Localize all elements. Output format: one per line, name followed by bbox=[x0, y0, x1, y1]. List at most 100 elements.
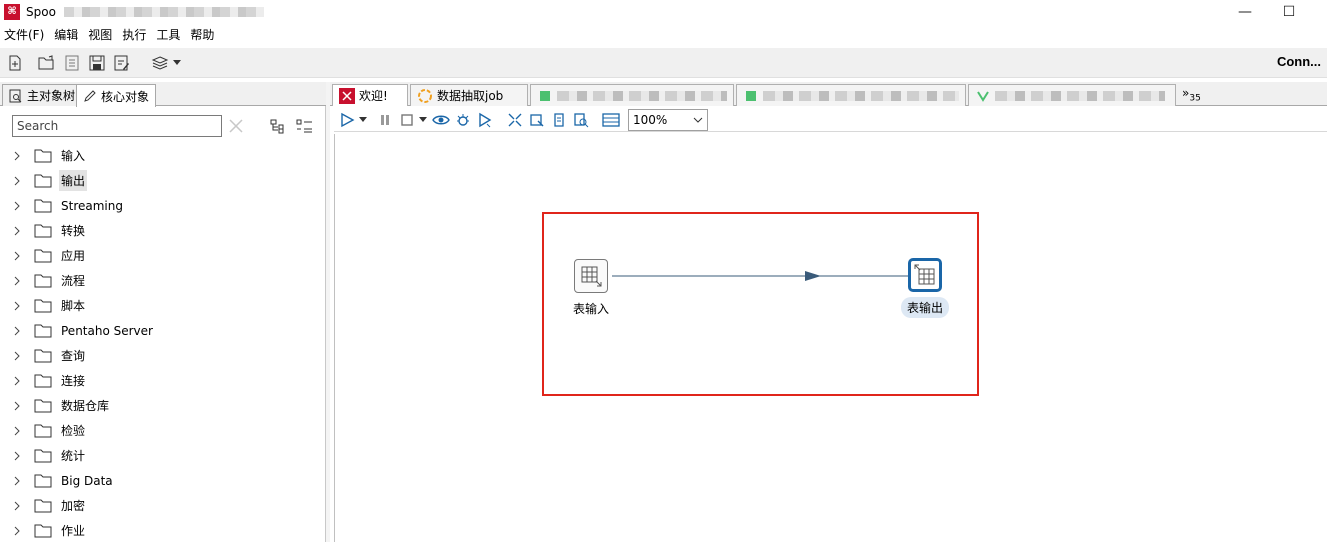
tree-item-label: Big Data bbox=[61, 473, 113, 488]
menu-edit[interactable]: 编辑 bbox=[54, 28, 79, 42]
tree-item[interactable]: 查询 bbox=[0, 343, 322, 368]
tab-job-label: 数据抽取job bbox=[437, 89, 504, 103]
folder-icon bbox=[34, 149, 52, 162]
open-file-icon[interactable] bbox=[37, 53, 57, 73]
new-file-icon[interactable] bbox=[5, 53, 25, 73]
zoom-select[interactable]: 100% bbox=[628, 108, 708, 131]
show-results-icon[interactable] bbox=[602, 111, 620, 129]
tree-item[interactable]: Pentaho Server bbox=[0, 318, 322, 343]
tree-item[interactable]: Big Data bbox=[0, 468, 322, 493]
chevron-right-icon[interactable] bbox=[12, 326, 22, 336]
debug-icon[interactable] bbox=[454, 111, 472, 129]
clear-search-icon[interactable] bbox=[228, 118, 244, 134]
replay-icon[interactable] bbox=[476, 111, 494, 129]
menu-bar: 文件(F) 编辑 视图 执行 工具 帮助 bbox=[0, 24, 1327, 46]
expand-all-icon[interactable] bbox=[270, 118, 288, 134]
tree-item[interactable]: 数据仓库 bbox=[0, 393, 322, 418]
minimize-button[interactable]: — bbox=[1238, 4, 1252, 20]
tab-transformation-redacted[interactable] bbox=[530, 84, 734, 106]
tree-item[interactable]: 输入 bbox=[0, 143, 322, 168]
sql-icon[interactable] bbox=[550, 111, 568, 129]
run-icon[interactable] bbox=[338, 111, 356, 129]
tab-core-objects[interactable]: 核心对象 bbox=[76, 84, 157, 107]
verify-icon[interactable] bbox=[506, 111, 524, 129]
tree-item[interactable]: 脚本 bbox=[0, 293, 322, 318]
folder-icon bbox=[34, 449, 52, 462]
tree-item[interactable]: 检验 bbox=[0, 418, 322, 443]
transformation-icon bbox=[977, 90, 989, 102]
table-input-icon[interactable] bbox=[574, 259, 608, 293]
layers-icon[interactable] bbox=[150, 53, 170, 73]
tab-overflow-chevron: » bbox=[1182, 86, 1190, 100]
chevron-right-icon[interactable] bbox=[12, 301, 22, 311]
save-as-icon[interactable] bbox=[112, 53, 132, 73]
save-icon[interactable] bbox=[87, 53, 107, 73]
chevron-right-icon[interactable] bbox=[12, 251, 22, 261]
chevron-right-icon[interactable] bbox=[12, 201, 22, 211]
stop-icon[interactable] bbox=[398, 111, 416, 129]
search-input[interactable] bbox=[12, 115, 222, 137]
chevron-right-icon[interactable] bbox=[12, 451, 22, 461]
menu-tools[interactable]: 工具 bbox=[156, 28, 181, 42]
tree-item[interactable]: 连接 bbox=[0, 368, 322, 393]
tree-item-label: 作业 bbox=[61, 524, 86, 538]
tree-item[interactable]: 应用 bbox=[0, 243, 322, 268]
pause-icon[interactable] bbox=[376, 111, 394, 129]
table-output-icon[interactable] bbox=[908, 258, 942, 292]
app-logo-icon: ⌘ bbox=[4, 4, 20, 20]
impact-icon[interactable] bbox=[528, 111, 546, 129]
chevron-right-icon[interactable] bbox=[12, 426, 22, 436]
tab-welcome[interactable]: 欢迎! bbox=[332, 84, 408, 106]
chevron-right-icon[interactable] bbox=[12, 276, 22, 286]
menu-run[interactable]: 执行 bbox=[122, 28, 147, 42]
collapse-all-icon[interactable] bbox=[296, 118, 314, 134]
tree-item[interactable]: 加密 bbox=[0, 493, 322, 518]
chevron-right-icon[interactable] bbox=[12, 401, 22, 411]
tree-item-label: 输出 bbox=[59, 170, 88, 191]
folder-icon bbox=[34, 249, 52, 262]
chevron-right-icon[interactable] bbox=[12, 151, 22, 161]
step-label: 表输出 bbox=[901, 297, 950, 318]
chevron-right-icon[interactable] bbox=[12, 526, 22, 536]
job-icon bbox=[418, 88, 432, 103]
maximize-button[interactable]: ☐ bbox=[1282, 4, 1296, 20]
chevron-right-icon[interactable] bbox=[12, 226, 22, 236]
step-table-output[interactable]: 表输出 bbox=[901, 258, 950, 318]
tab-main-tree-label: 主对象树 bbox=[27, 89, 76, 103]
tab-transformation-redacted[interactable] bbox=[736, 84, 966, 106]
tree-item-label: Pentaho Server bbox=[61, 323, 153, 338]
menu-file[interactable]: 文件(F) bbox=[4, 28, 45, 42]
chevron-right-icon[interactable] bbox=[12, 501, 22, 511]
menu-view[interactable]: 视图 bbox=[88, 28, 113, 42]
folder-icon bbox=[34, 499, 52, 512]
tree-item[interactable]: 统计 bbox=[0, 443, 322, 468]
transformation-canvas[interactable]: 表输入 表输出 bbox=[334, 134, 1327, 542]
tab-overflow-count: 35 bbox=[1189, 93, 1201, 104]
tree-item[interactable]: 转换 bbox=[0, 218, 322, 243]
tab-job[interactable]: 数据抽取job bbox=[410, 84, 528, 106]
chevron-right-icon[interactable] bbox=[12, 376, 22, 386]
explore-db-icon[interactable] bbox=[572, 111, 590, 129]
run-dropdown-icon[interactable] bbox=[358, 111, 368, 129]
preview-icon[interactable] bbox=[432, 111, 450, 129]
step-table-input[interactable]: 表输入 bbox=[567, 259, 615, 319]
tab-overflow[interactable]: »35 bbox=[1182, 86, 1201, 103]
chevron-right-icon[interactable] bbox=[12, 351, 22, 361]
tab-main-tree[interactable]: 主对象树 bbox=[2, 84, 83, 106]
panel-splitter[interactable] bbox=[326, 82, 330, 542]
tree-item-label: 脚本 bbox=[61, 299, 86, 313]
tab-transformation-redacted[interactable] bbox=[968, 84, 1176, 106]
core-objects-tree: 输入 输出 Streaming 转换 应用 流程 脚本 Pentaho Serv… bbox=[0, 143, 322, 542]
connect-button[interactable]: Conn... bbox=[1276, 54, 1321, 69]
workspace: 欢迎! 数据抽取job »35 bbox=[330, 82, 1327, 542]
layers-dropdown-icon[interactable] bbox=[172, 53, 182, 73]
explore-repository-icon[interactable] bbox=[62, 53, 82, 73]
tree-item[interactable]: 流程 bbox=[0, 268, 322, 293]
chevron-right-icon[interactable] bbox=[12, 476, 22, 486]
menu-help[interactable]: 帮助 bbox=[190, 28, 215, 42]
stop-dropdown-icon[interactable] bbox=[418, 111, 428, 129]
tree-item[interactable]: 作业 bbox=[0, 518, 322, 542]
tree-item[interactable]: Streaming bbox=[0, 193, 322, 218]
tree-item[interactable]: 输出 bbox=[0, 168, 322, 193]
chevron-right-icon[interactable] bbox=[12, 176, 22, 186]
